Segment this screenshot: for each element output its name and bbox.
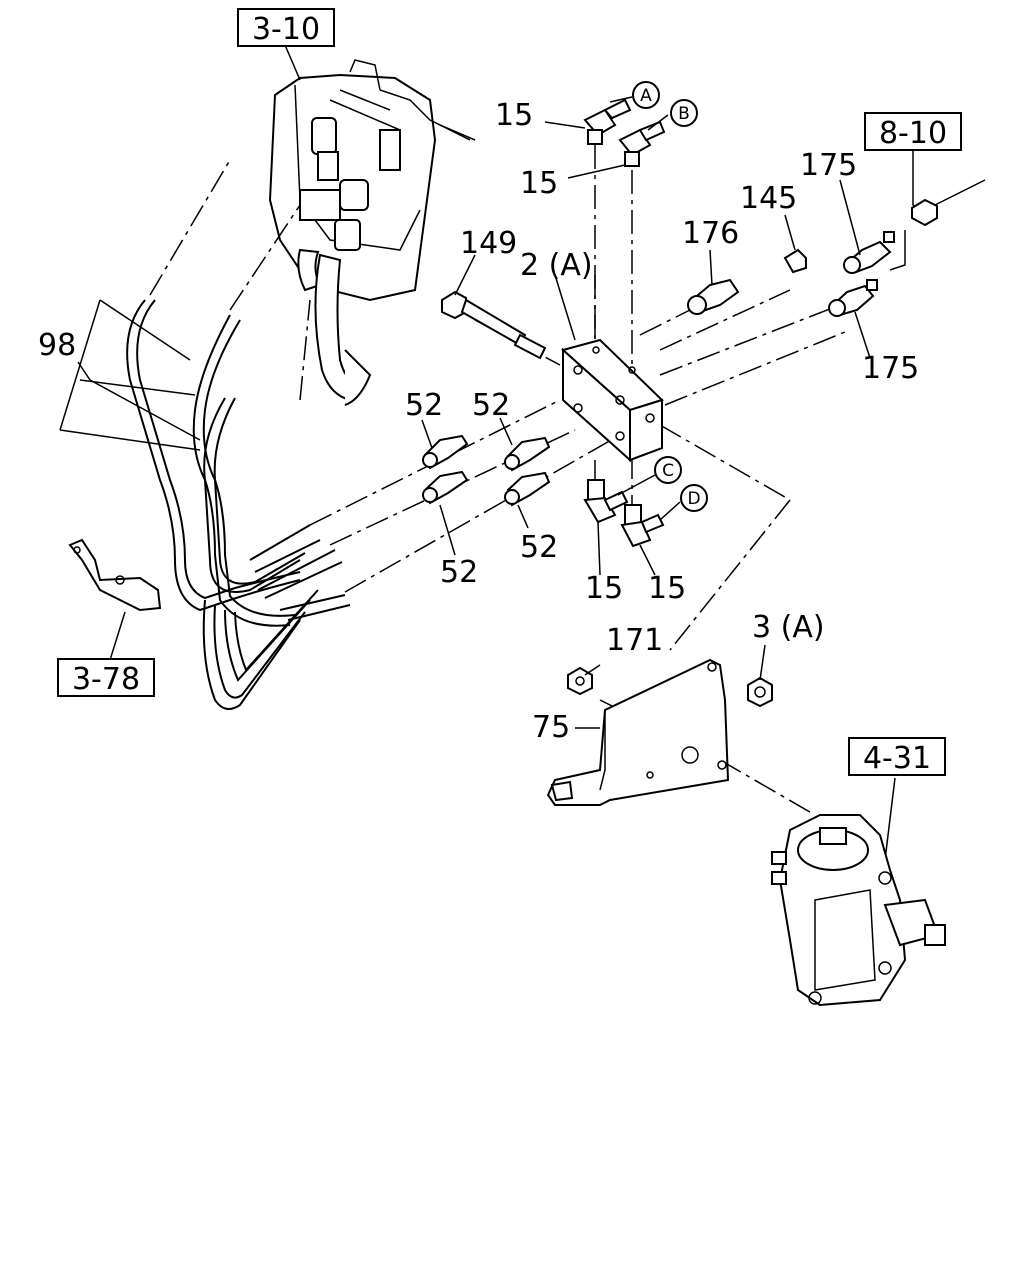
callout-149: 149 bbox=[460, 226, 517, 261]
ref-box-8-10[interactable]: 8-10 bbox=[864, 112, 962, 151]
callout-175-top: 175 bbox=[800, 148, 857, 183]
pressure-switch-176 bbox=[687, 278, 740, 315]
svg-text:D: D bbox=[687, 489, 700, 509]
svg-text:B: B bbox=[678, 104, 690, 124]
connector-52-lower-right bbox=[504, 471, 551, 507]
callout-52-upper-right: 52 bbox=[472, 388, 510, 423]
callout-2a: 2 (A) bbox=[520, 248, 593, 283]
callout-98: 98 bbox=[38, 328, 76, 363]
elbow-fitting-d bbox=[620, 504, 665, 548]
brake-pipe-bundle bbox=[126, 299, 351, 710]
ref-label-4-31: 4-31 bbox=[863, 741, 931, 776]
mounting-bracket-75 bbox=[546, 658, 730, 806]
callout-52-lower-right: 52 bbox=[520, 530, 558, 565]
circle-label-b: B bbox=[670, 99, 698, 127]
bolt-149 bbox=[441, 290, 547, 360]
connector-52-upper-left bbox=[422, 434, 469, 470]
callout-15-b: 15 bbox=[520, 166, 558, 201]
pump-unit bbox=[771, 814, 946, 1007]
callout-75: 75 bbox=[532, 710, 570, 745]
callout-3a: 3 (A) bbox=[752, 610, 825, 645]
pressure-switch-175-lower bbox=[828, 279, 878, 317]
callout-15-c: 15 bbox=[585, 571, 623, 606]
ref-label-8-10: 8-10 bbox=[879, 116, 947, 151]
ref-box-4-31[interactable]: 4-31 bbox=[848, 737, 946, 776]
circle-label-c: C bbox=[654, 456, 682, 484]
circle-label-a: A bbox=[632, 81, 660, 109]
svg-text:A: A bbox=[640, 86, 652, 106]
elbow-fitting-c bbox=[583, 479, 629, 524]
svg-text:C: C bbox=[662, 461, 674, 481]
callout-52-lower-left: 52 bbox=[440, 555, 478, 590]
callout-52-upper-left: 52 bbox=[405, 388, 443, 423]
circle-label-d: D bbox=[680, 484, 708, 512]
brake-valve-assembly bbox=[268, 59, 476, 406]
callout-145: 145 bbox=[740, 181, 797, 216]
connector-52-lower-left bbox=[422, 470, 469, 505]
callout-leaders bbox=[59, 96, 871, 729]
ref-box-3-78[interactable]: 3-78 bbox=[57, 658, 155, 697]
elbow-fitting-b bbox=[618, 120, 666, 167]
callout-15-a: 15 bbox=[495, 98, 533, 133]
callout-176: 176 bbox=[682, 216, 739, 251]
pressure-switch-175-upper bbox=[843, 231, 895, 274]
connector-52-upper-right bbox=[504, 436, 551, 472]
connector-plug bbox=[911, 198, 938, 227]
ref-label-3-10: 3-10 bbox=[252, 12, 320, 47]
callout-171: 171 bbox=[606, 623, 663, 658]
callout-175-bottom: 175 bbox=[862, 351, 919, 386]
small-clip-bracket bbox=[68, 538, 162, 612]
elbow-fitting-a bbox=[583, 98, 632, 145]
callout-15-d: 15 bbox=[648, 571, 686, 606]
nut-3a bbox=[747, 676, 773, 708]
plug-145 bbox=[783, 248, 807, 274]
ref-box-3-10[interactable]: 3-10 bbox=[237, 8, 335, 47]
manifold-block bbox=[560, 338, 664, 463]
ref-label-3-78: 3-78 bbox=[72, 662, 140, 697]
ref-connectors bbox=[109, 44, 986, 861]
